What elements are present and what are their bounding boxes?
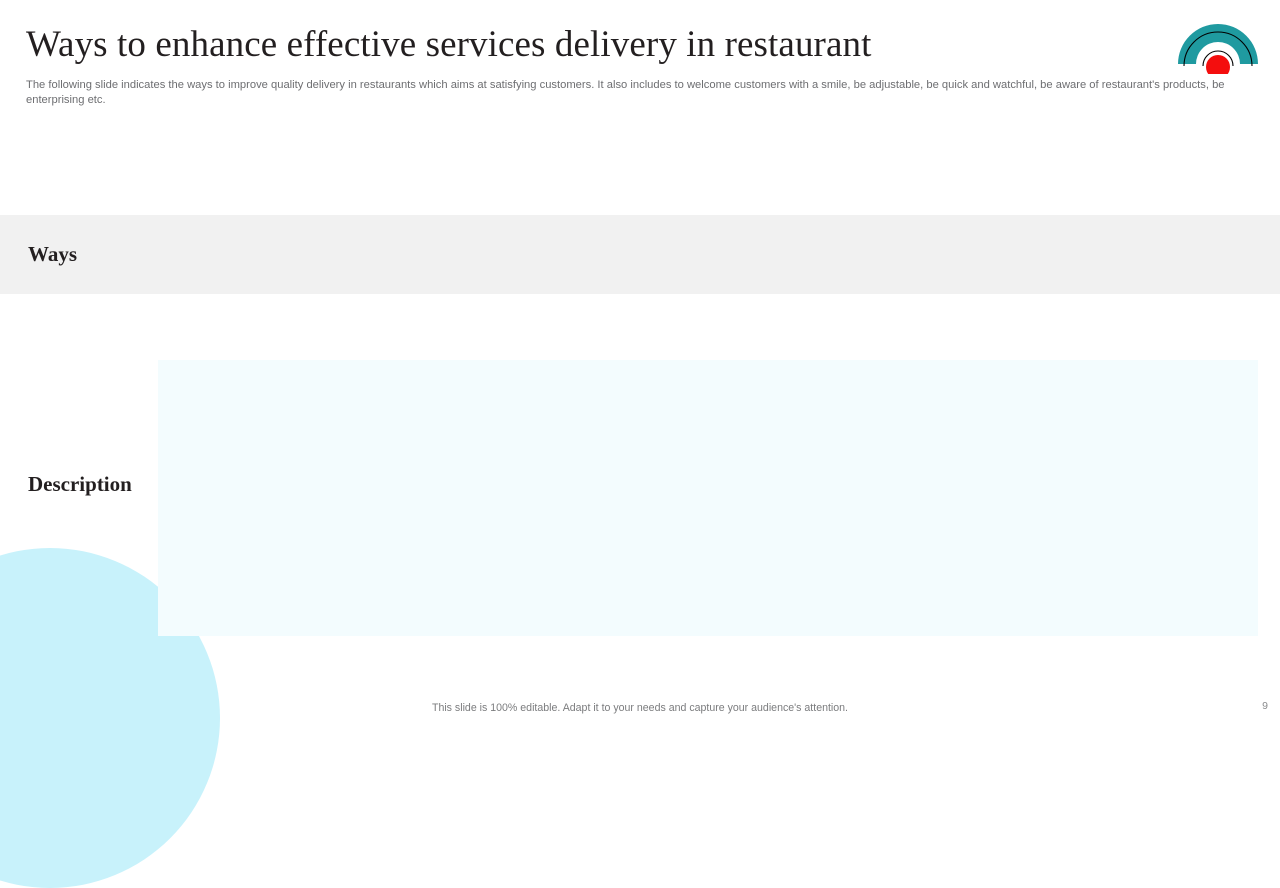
row-label-description: Description: [28, 472, 132, 496]
page-subtitle: The following slide indicates the ways t…: [26, 79, 1225, 106]
row-label-ways: Ways: [28, 242, 78, 266]
brand-logo: [1170, 8, 1266, 79]
ways-band: [0, 215, 1280, 294]
page-number: 9: [1262, 700, 1268, 712]
footer-note: This slide is 100% editable. Adapt it to…: [431, 702, 849, 714]
page-title: Ways to enhance effective services deliv…: [26, 24, 872, 65]
description-panel: [158, 360, 1258, 636]
